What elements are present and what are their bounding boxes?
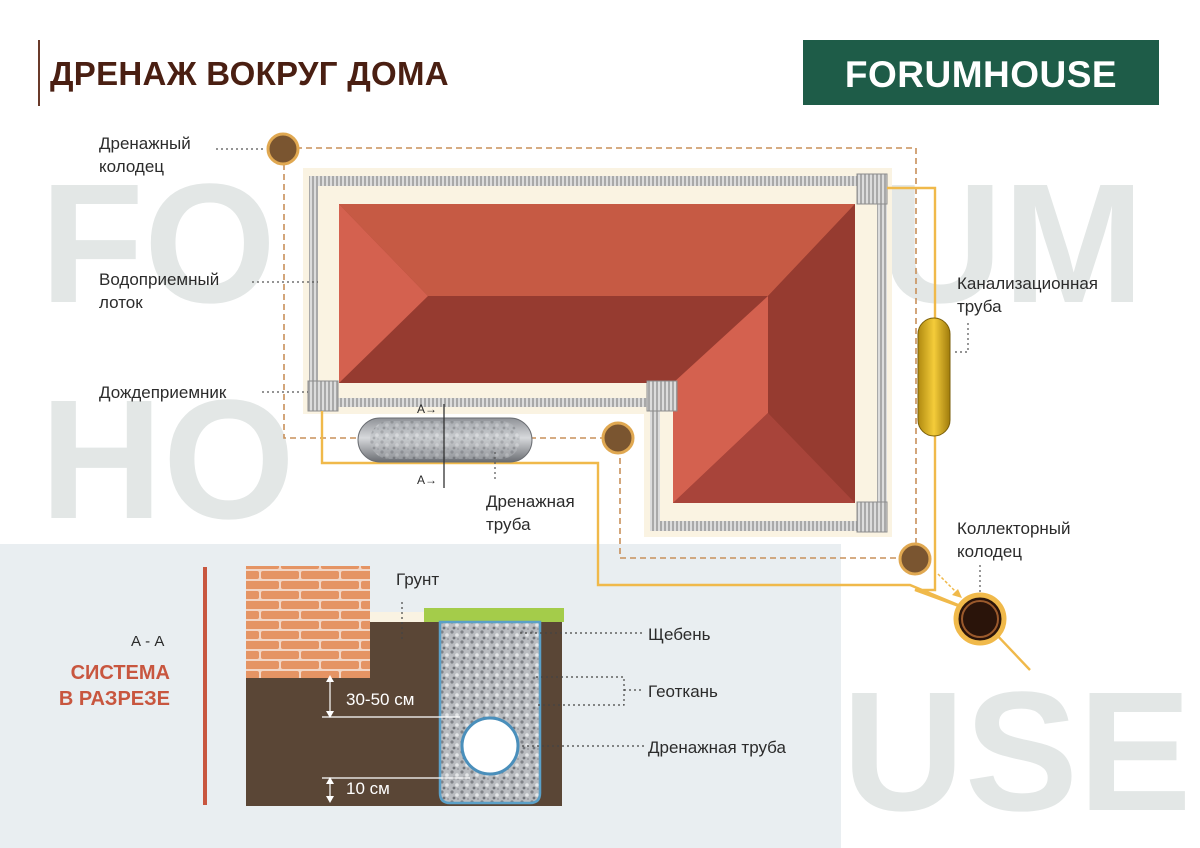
svg-text:UM: UM	[880, 149, 1144, 339]
label-drain-well: Дренажный колодец	[99, 134, 191, 176]
leader-lines	[216, 148, 981, 592]
label-collector-well: Коллекторный колодец	[957, 519, 1071, 561]
watermark: FO UM HO USE	[40, 149, 1192, 847]
title-bar	[38, 40, 40, 106]
section-title: СИСТЕМА В РАЗРЕЗЕ	[50, 660, 170, 712]
collector-well	[953, 592, 1007, 646]
label-rain-inlet: Дождеприемник	[99, 383, 227, 402]
label-drain-pipe: Дренажная труба	[486, 492, 575, 534]
section-mark-top: А→	[417, 402, 438, 416]
label-soil: Грунт	[396, 570, 440, 589]
depth-lower: 10 см	[346, 779, 390, 798]
label-water-tray: Водоприемный лоток	[99, 270, 220, 312]
svg-text:USE: USE	[842, 657, 1192, 847]
section-title-line1: СИСТЕМА	[70, 662, 170, 684]
svg-text:HO: HO	[40, 365, 295, 555]
label-geotextile: Геоткань	[648, 682, 718, 701]
section-title-line2: В РАЗРЕЗЕ	[58, 688, 170, 710]
rain-inlets	[307, 173, 888, 533]
section-accent-bar	[203, 567, 207, 805]
page-title: ДРЕНАЖ ВОКРУГ ДОМА	[50, 55, 449, 92]
section-leaders	[401, 602, 644, 747]
section-mark-bottom: А→	[417, 473, 438, 487]
section-drawing	[246, 566, 564, 806]
depth-upper: 30-50 см	[346, 690, 415, 709]
drain-wells	[266, 132, 932, 576]
label-gravel: Щебень	[648, 625, 711, 644]
label-sewer-pipe: Канализационная труба	[957, 274, 1098, 316]
sewer-pipe	[917, 317, 951, 437]
roof	[339, 204, 855, 503]
flow-arrow	[937, 573, 959, 595]
forumhouse-logo: FORUMHOUSE	[803, 40, 1159, 105]
label-section-drain-pipe: Дренажная труба	[648, 738, 786, 757]
logo-text: FORUMHOUSE	[844, 54, 1118, 95]
section-tag: А - А	[131, 633, 165, 650]
drain-contour	[283, 147, 917, 559]
svg-text:FO: FO	[40, 149, 276, 339]
